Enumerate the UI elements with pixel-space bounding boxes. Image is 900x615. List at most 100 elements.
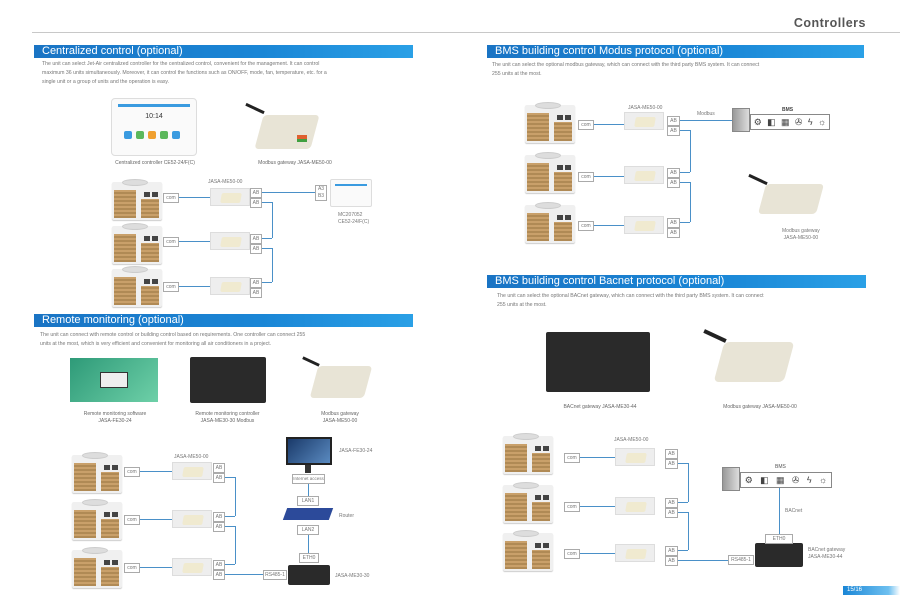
caption-line: Modbus gateway [782,228,820,234]
header-divider [32,32,900,33]
gateway-module [624,216,664,234]
ab-port: AB [665,498,678,508]
com-port: com [124,515,140,525]
gateway-module [615,448,655,466]
gateway-module [210,188,250,206]
com-port: com [578,120,594,130]
remote-software-image [70,358,158,402]
caption-line: JASA-ME30-44 [808,554,843,560]
bacnet-gateway [755,543,803,567]
ab-port: AB [213,570,225,580]
ab-port: AB [665,449,678,459]
ac-unit [72,452,122,493]
ab-port: AB [665,508,678,518]
modbus-gateway-image [302,356,377,403]
ac-unit [72,547,122,588]
protocol-label: Modbus [697,111,715,117]
gateway-label: JASA-ME50-00 [174,454,209,460]
ac-unit [112,266,162,307]
section-desc-centralized: The unit can select Jet-Air centralized … [42,60,412,88]
eth0-port: ETH0 [299,553,319,563]
com-port: com [578,172,594,182]
com-port: com [163,282,179,292]
gateway-module [624,166,664,184]
desc-line: single unit or a group of units and the … [42,79,170,86]
remote-controller [288,565,330,585]
ab-port: AB [667,228,680,238]
com-port: com [564,453,580,463]
ab-port: AB [213,560,225,570]
ac-unit [503,433,553,474]
ab-port: AB [213,473,225,483]
ab-port: AB [213,512,225,522]
remote-controller-image [190,357,266,403]
com-port: com [163,237,179,247]
light-icon: ☼ [817,117,827,127]
controller-model: MC207052 [338,212,363,218]
section-desc-modbus: The unit can select the optional modbus … [492,61,862,79]
desc-line: maximum 36 units simultaneously. Moreove… [42,70,327,77]
desc-line: The unit can select the optional BACnet … [497,293,764,299]
page-title: Controllers [793,16,866,30]
protocol-label: BACnet [785,508,803,514]
controller-label: JASA-ME30-30 [335,573,370,579]
section-header-modbus: BMS building control Modus protocol (opt… [487,45,864,58]
fan-icon: ✇ [791,474,800,485]
ab-port: AB [213,463,225,473]
caption-modbus-gateway: Modbus gateway JASA-ME50-00 [258,160,332,166]
ab-port: AB [250,278,262,288]
gateway-label: JASA-ME50-00 [628,105,663,111]
ab-port: AB [667,218,680,228]
bms-icon-strip: ⚙ ◧ ▦ ✇ ϟ ☼ [740,472,832,488]
gateway-module [624,112,664,130]
controller-name: CE52-24/F(C) [338,219,370,225]
gateway-module [172,558,212,576]
panel-icon: ▦ [776,474,785,485]
bacnet-gateway-image [546,332,650,392]
gateway-module [172,510,212,528]
lan2-port: LAN2 [297,525,319,535]
section-header-remote: Remote monitoring (optional) [34,314,413,327]
lan1-port: LAN1 [297,496,319,506]
section-desc-remote: The unit can connect with remote control… [40,331,410,349]
modbus-gateway-image [245,102,320,155]
com-port: com [578,221,594,231]
caption-line: JASA-ME50-00 [783,235,819,241]
centralized-controller-small [330,179,372,207]
gateway-module [210,277,250,295]
com-port: com [163,193,179,203]
section-desc-bacnet: The unit can select the optional BACnet … [497,292,867,310]
desc-line: 255 units at the most. [492,71,542,78]
gateway-module [615,544,655,562]
gateway-module [615,497,655,515]
caption-line: JASA-ME30-30 Modbus [200,418,255,424]
modbus-gateway-image [703,328,798,393]
desc-line: The unit can connect with remote control… [40,332,306,338]
lightning-icon: ϟ [807,117,813,127]
com-port: com [124,563,140,573]
caption-line: JASA-ME50-00 [322,418,358,424]
a3-label: A3 [317,186,325,192]
caption-modbus-gateway: Modbus gateway JASA-ME50-00 [723,404,797,410]
gateway-module [172,462,212,480]
ac-unit [112,223,162,264]
screen-time: 10:14 [145,113,163,120]
router-icon [282,508,334,520]
caption-line: Remote monitoring controller [195,411,260,417]
lightning-icon: ϟ [806,475,812,485]
ab-port: AB [250,244,262,254]
centralized-controller-image: 10:14 [111,98,197,156]
rs485-port: RS485-1 [728,555,754,565]
ac-unit [72,499,122,540]
door-icon: ◧ [767,116,776,127]
ab-port: AB [665,556,678,566]
ab-port: AB [213,522,225,532]
ab-port: AB [667,168,680,178]
bms-label: BMS [782,107,794,113]
caption-line: BACnet gateway [808,547,846,553]
caption-line: Remote monitoring software [83,411,147,417]
